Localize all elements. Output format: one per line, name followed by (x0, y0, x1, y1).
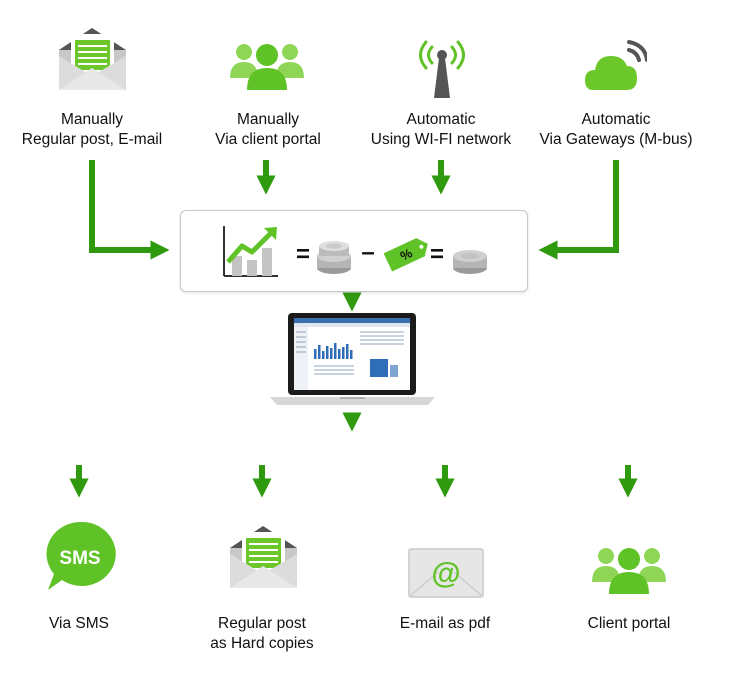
cloud-signal-icon (585, 40, 647, 90)
output-label-1: Via SMS (0, 614, 158, 634)
sms-badge: SMS (59, 548, 100, 569)
discount-tag-icon (383, 238, 428, 272)
output-label-line1: Regular post (218, 615, 306, 632)
output-label-line1: Client portal (587, 615, 671, 632)
input-label-line1: Manually (236, 111, 300, 128)
arrow-input-4 (538, 160, 619, 260)
email-at-icon: @ (408, 548, 484, 598)
output-label-line1: Via SMS (48, 615, 110, 632)
envelope-icon (59, 28, 126, 90)
growth-chart-icon (223, 226, 278, 277)
input-label-1: Manually Regular post, E-mail (2, 110, 182, 150)
minus-sign: – (361, 239, 374, 266)
input-label-2: Manually Via client portal (178, 110, 358, 150)
input-label-line1: Automatic (406, 111, 476, 128)
laptop-dashboard-icon (270, 313, 435, 405)
equals-sign: = (430, 241, 444, 268)
equals-sign: = (296, 241, 310, 268)
output-label-line1: E-mail as pdf (399, 615, 491, 632)
input-label-line2: Via client portal (215, 131, 321, 148)
sms-bubble-icon: SMS (46, 521, 116, 590)
at-symbol: @ (431, 557, 460, 590)
input-label-3: Automatic Using WI-FI network (351, 110, 531, 150)
output-label-2: Regular post as Hard copies (182, 614, 342, 654)
users-icon (230, 44, 304, 90)
coins-icon (453, 250, 487, 274)
output-label-3: E-mail as pdf (365, 614, 525, 634)
envelope-icon (230, 526, 297, 588)
input-label-line2: Regular post, E-mail (21, 131, 163, 148)
input-label-4: Automatic Via Gateways (M-bus) (526, 110, 706, 150)
users-icon (592, 548, 666, 594)
input-label-line2: Using WI-FI network (370, 131, 512, 148)
output-label-line2: as Hard copies (210, 635, 314, 652)
formula: = – % = (223, 226, 487, 277)
input-label-line2: Via Gateways (M-bus) (539, 131, 693, 148)
arrow-input-1 (89, 160, 170, 260)
coins-icon (317, 241, 351, 274)
input-label-line1: Automatic (581, 111, 651, 128)
wifi-antenna-icon (419, 40, 465, 98)
input-label-line1: Manually (60, 111, 124, 128)
output-label-4: Client portal (549, 614, 709, 634)
